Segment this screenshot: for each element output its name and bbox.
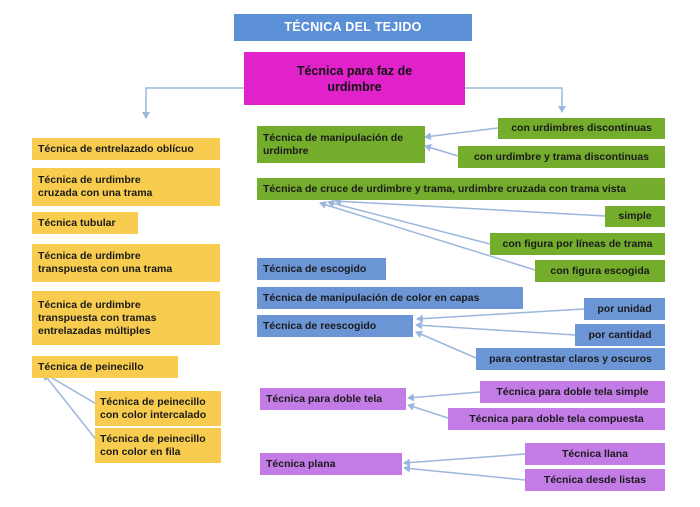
reescogido-link-3: [415, 330, 477, 359]
peinecillo-link-2: [43, 373, 99, 443]
doble-tela-child-compuesta: Técnica para doble tela compuesta: [448, 408, 665, 430]
reescogido-child-unidad: por unidad: [584, 298, 665, 320]
reescogido-link-1: [416, 308, 585, 323]
node-manipulacion-urdimbre: Técnica de manipulación de urdimbre: [257, 126, 425, 163]
manip-link-1: [424, 127, 499, 141]
node-manipulacion-color: Técnica de manipulación de color en capa…: [257, 287, 523, 309]
peinecillo-child-intercalado: Técnica de peinecillo con color intercal…: [95, 391, 221, 426]
manip-child-trama-discontinuas: con urdimbre y trama discontinuas: [458, 146, 665, 168]
left-node-transpuesta-multiples: Técnica de urdimbre transpuesta con tram…: [32, 291, 220, 345]
node-reescogido: Técnica de reescogido: [257, 315, 413, 337]
root-to-right-branch: [465, 87, 566, 113]
node-plana: Técnica plana: [260, 453, 402, 475]
doble-link-2: [407, 403, 449, 419]
left-node-urdimbre-cruzada: Técnica de urdimbre cruzada con una tram…: [32, 168, 220, 206]
cruce-link-2: [327, 199, 491, 245]
reescogido-child-cantidad: por cantidad: [575, 324, 665, 346]
cruce-child-figura-escogida: con figura escogida: [535, 260, 665, 282]
peinecillo-child-fila: Técnica de peinecillo con color en fila: [95, 428, 221, 463]
node-cruce-urdimbre-trama: Técnica de cruce de urdimbre y trama, ur…: [257, 178, 665, 200]
left-node-peinecillo: Técnica de peinecillo: [32, 356, 178, 378]
root-node: Técnica para faz de urdimbre: [244, 52, 465, 105]
reescogido-link-2: [415, 321, 576, 336]
cruce-child-lineas-trama: con figura por líneas de trama: [490, 233, 665, 255]
left-node-entrelazado: Técnica de entrelazado oblícuo: [32, 138, 220, 160]
plana-child-listas: Técnica desde listas: [525, 469, 665, 491]
cruce-link-1: [334, 197, 606, 217]
cruce-child-simple: simple: [605, 206, 665, 227]
manip-link-2: [424, 143, 459, 157]
doble-tela-child-simple: Técnica para doble tela simple: [480, 381, 665, 403]
diagram-title: TÉCNICA DEL TEJIDO: [234, 14, 472, 41]
node-doble-tela: Técnica para doble tela: [260, 388, 406, 410]
plana-link-1: [403, 453, 526, 467]
plana-link-2: [403, 464, 526, 481]
plana-child-llana: Técnica llana: [525, 443, 665, 465]
reescogido-child-contrastar: para contrastar claros y oscuros: [476, 348, 665, 370]
manip-child-discontinuas: con urdimbres discontinuas: [498, 118, 665, 139]
cruce-link-3: [319, 200, 536, 271]
root-to-left-branch: [142, 87, 244, 119]
doble-link-1: [407, 391, 481, 402]
left-node-tubular: Técnica tubular: [32, 212, 138, 234]
node-escogido: Técnica de escogido: [257, 258, 386, 280]
left-node-urdimbre-transpuesta: Técnica de urdimbre transpuesta con una …: [32, 244, 220, 282]
